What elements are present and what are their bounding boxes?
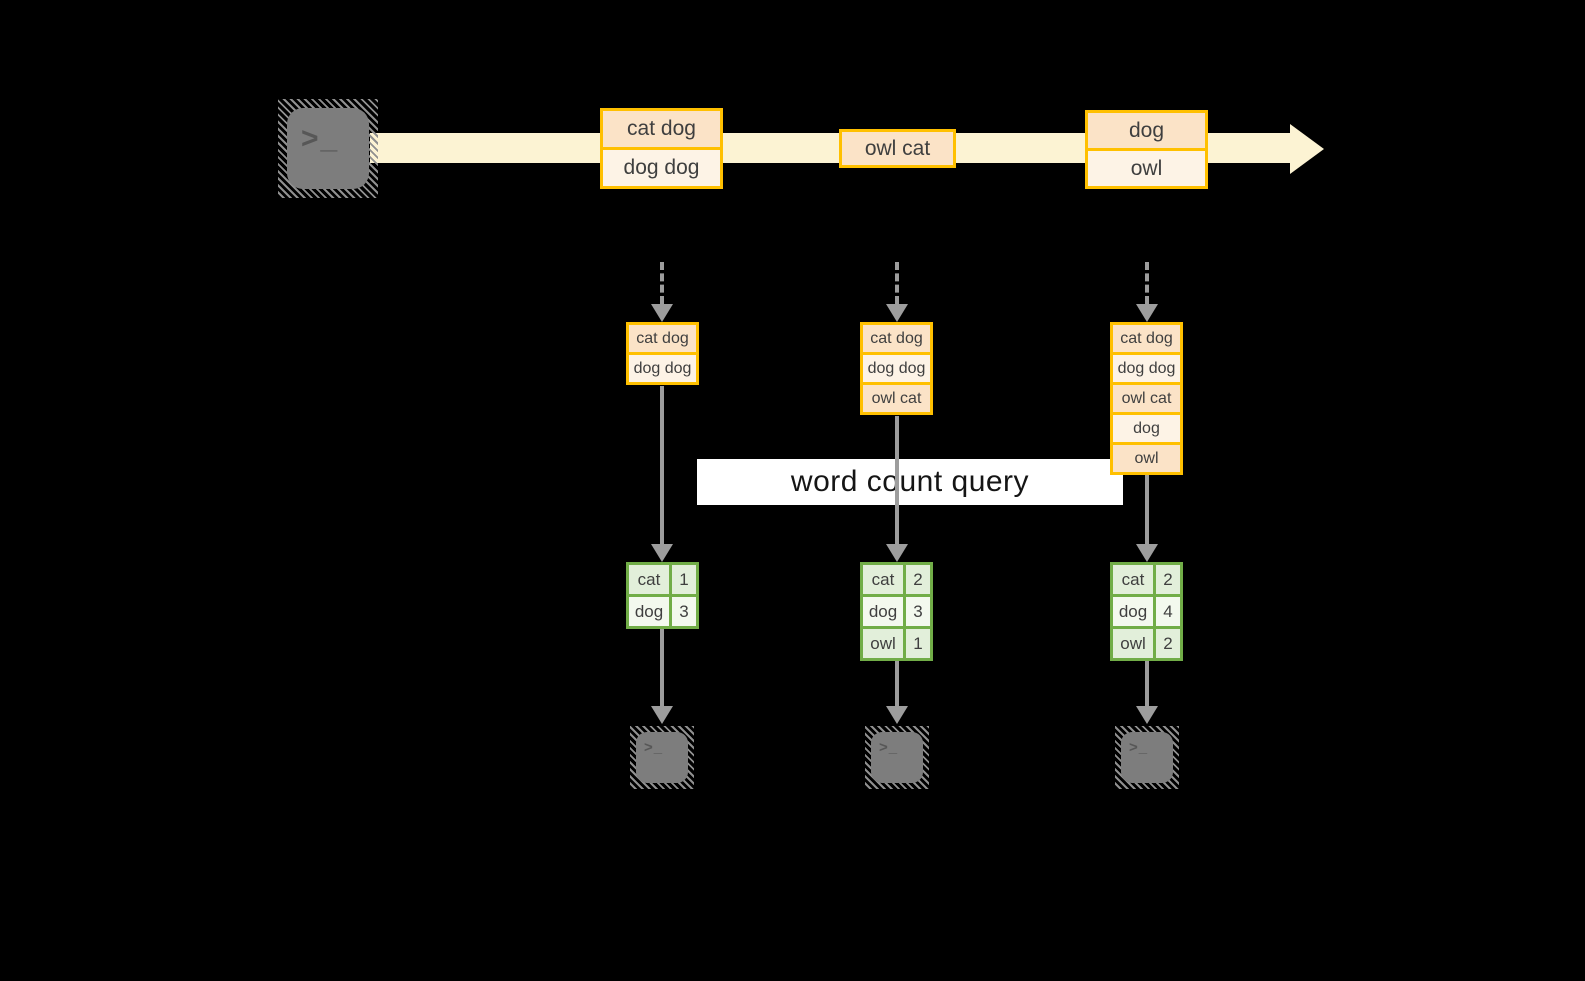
count-row: cat 1 [629, 565, 696, 594]
count-row: dog 3 [629, 597, 696, 626]
state-record: owl [1113, 445, 1180, 472]
state-record: cat dog [1113, 325, 1180, 352]
state-record: dog dog [863, 355, 930, 382]
terminal-screen: >_ [871, 732, 923, 783]
terminal-sink-icon-1: >_ [630, 726, 694, 789]
state-stack-2: cat dog dog dog owl cat [860, 322, 933, 415]
state-record: dog dog [629, 355, 696, 382]
query-banner: word count query [697, 459, 1123, 505]
count-row: owl 2 [1113, 629, 1180, 658]
count-value: 4 [1156, 597, 1180, 626]
query-label: word count query [790, 465, 1030, 498]
prompt-glyph: >_ [1129, 739, 1149, 756]
terminal-sink-icon-3: >_ [1115, 726, 1179, 789]
stream-record: owl cat [842, 132, 953, 165]
count-row: cat 2 [863, 565, 930, 594]
ingest-arrow-line-1 [660, 262, 664, 304]
output-arrowhead-2 [886, 706, 908, 724]
count-value: 1 [906, 629, 930, 658]
query-arrow-line-2 [895, 416, 899, 544]
count-table-2: cat 2 dog 3 owl 1 [860, 562, 933, 661]
state-stack-3: cat dog dog dog owl cat dog owl [1110, 322, 1183, 475]
terminal-screen: >_ [636, 732, 688, 783]
state-record: dog [1113, 415, 1180, 442]
prompt-glyph: >_ [301, 122, 340, 155]
terminal-screen: >_ [287, 108, 369, 189]
count-table-1: cat 1 dog 3 [626, 562, 699, 629]
count-value: 2 [1156, 565, 1180, 594]
prompt-glyph: >_ [644, 739, 664, 756]
query-arrow-line-1 [660, 386, 664, 544]
ingest-arrow-line-3 [1145, 262, 1149, 304]
ingest-arrowhead-2 [886, 304, 908, 322]
stream-record: dog [1088, 113, 1205, 148]
stream-batch-2: owl cat [839, 129, 956, 168]
stream-record: dog dog [603, 150, 720, 186]
query-arrowhead-3 [1136, 544, 1158, 562]
output-arrow-line-2 [895, 660, 899, 706]
count-word: owl [1113, 629, 1153, 658]
count-word: cat [863, 565, 903, 594]
output-arrow-line-1 [660, 628, 664, 706]
query-arrowhead-2 [886, 544, 908, 562]
state-stack-1: cat dog dog dog [626, 322, 699, 385]
count-value: 3 [672, 597, 696, 626]
state-record: dog dog [1113, 355, 1180, 382]
state-record: owl cat [1113, 385, 1180, 412]
stream-record: cat dog [603, 111, 720, 147]
count-row: dog 3 [863, 597, 930, 626]
count-value: 2 [1156, 629, 1180, 658]
count-word: cat [1113, 565, 1153, 594]
output-arrowhead-1 [651, 706, 673, 724]
stream-record: owl [1088, 151, 1205, 186]
count-row: owl 1 [863, 629, 930, 658]
terminal-source-icon: >_ [278, 99, 378, 198]
count-row: cat 2 [1113, 565, 1180, 594]
stream-batch-1: cat dog dog dog [600, 108, 723, 189]
output-arrowhead-3 [1136, 706, 1158, 724]
terminal-sink-icon-2: >_ [865, 726, 929, 789]
ingest-arrowhead-1 [651, 304, 673, 322]
count-row: dog 4 [1113, 597, 1180, 626]
query-arrowhead-1 [651, 544, 673, 562]
count-word: owl [863, 629, 903, 658]
state-record: cat dog [629, 325, 696, 352]
ingest-arrowhead-3 [1136, 304, 1158, 322]
count-word: dog [863, 597, 903, 626]
state-record: cat dog [863, 325, 930, 352]
query-arrow-line-3 [1145, 474, 1149, 544]
count-word: dog [1113, 597, 1153, 626]
stream-arrowhead-icon [1290, 124, 1324, 174]
prompt-glyph: >_ [879, 739, 899, 756]
terminal-screen: >_ [1121, 732, 1173, 783]
count-value: 3 [906, 597, 930, 626]
stream-batch-3: dog owl [1085, 110, 1208, 189]
ingest-arrow-line-2 [895, 262, 899, 304]
state-record: owl cat [863, 385, 930, 412]
count-value: 1 [672, 565, 696, 594]
count-word: dog [629, 597, 669, 626]
count-word: cat [629, 565, 669, 594]
count-table-3: cat 2 dog 4 owl 2 [1110, 562, 1183, 661]
count-value: 2 [906, 565, 930, 594]
output-arrow-line-3 [1145, 660, 1149, 706]
